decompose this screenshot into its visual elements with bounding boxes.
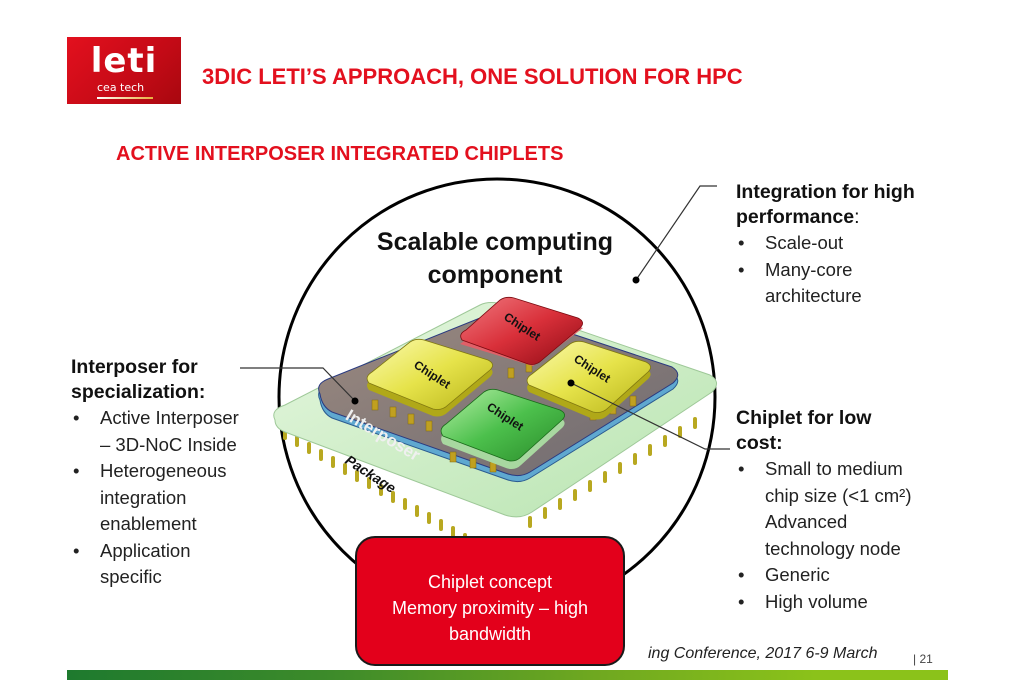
integration-bullet-list: • Scale-out • Many-core architecture [736, 230, 996, 310]
list-item: • Small to medium chip size (<1 cm²) Adv… [736, 456, 996, 562]
diagram-title: Scalable computing component [340, 226, 650, 292]
logo-sub-text: cea tech [97, 81, 145, 94]
interposer-bullet-list: • Active Interposer – 3D-NoC Inside • He… [71, 405, 291, 591]
list-item: • Many-core architecture [736, 257, 996, 310]
logo-main-text: leti [90, 41, 158, 81]
list-item: • Generic [736, 562, 996, 589]
diagram-title-line2: component [427, 261, 563, 289]
chiplet-green: Chiplet [440, 388, 565, 469]
logo-underline [97, 97, 153, 99]
bullet-text: Many-core [765, 258, 853, 280]
interposer-heading: Interposer for specialization: [71, 355, 291, 405]
bullet-text: Scale-out [765, 232, 844, 253]
list-item: • Heterogeneous integration enablement [71, 458, 291, 538]
bullet-text: technology node [765, 537, 901, 559]
bullet-text: enablement [100, 513, 197, 534]
integration-heading: Integration for high performance: [736, 180, 996, 230]
callout-line1: Chiplet concept [427, 572, 553, 592]
bullet-text: Active Interposer [100, 407, 239, 428]
page-number: | 21 [913, 652, 933, 666]
bullet-icon: • [738, 590, 745, 612]
chiplet-cost-bullet-list: • Small to medium chip size (<1 cm²) Adv… [736, 456, 996, 615]
chiplet-yellow-right: Chiplet [526, 340, 651, 420]
list-item: • High volume [736, 589, 996, 616]
chiplet-cost-heading-line2: cost: [736, 432, 783, 454]
chiplet-concept-callout: Chiplet concept Memory proximity – high … [355, 536, 625, 666]
bullet-icon: • [738, 564, 745, 585]
leti-logo: leti cea tech [67, 37, 181, 104]
interposer-heading-line1: Interposer for [71, 356, 198, 378]
leader-line-integration [632, 185, 717, 284]
list-item: • Active Interposer – 3D-NoC Inside [71, 405, 291, 458]
integration-performance-block: Integration for high performance: • Scal… [736, 180, 996, 310]
footer-green-bar [67, 670, 948, 680]
chiplet-cost-heading: Chiplet for low cost: [736, 406, 996, 456]
bullet-text: – 3D-NoC Inside [100, 433, 237, 455]
leader-line-interposer [240, 367, 359, 405]
interposer-heading-line2: specialization: [71, 381, 206, 403]
bullet-icon: • [738, 258, 745, 280]
chiplet-red: Chiplet [460, 296, 583, 366]
bullet-text: chip size (<1 cm²) [765, 484, 912, 506]
bullet-text: Heterogeneous [100, 460, 227, 481]
chiplet-yellow-left: Chiplet [366, 338, 493, 417]
footer-conference-text: ing Conference, 2017 6-9 March [648, 645, 878, 662]
bullet-text: architecture [765, 285, 862, 306]
bullet-icon: • [73, 460, 80, 481]
bullet-icon: • [73, 539, 80, 561]
integration-heading-line2: performance: [736, 206, 860, 228]
bullet-text: specific [100, 566, 162, 587]
integration-heading-line1: Integration for high [736, 181, 915, 203]
bullet-text: Small to medium [765, 458, 903, 479]
bullet-text: Generic [765, 564, 830, 585]
bullet-text: integration [100, 486, 187, 508]
interposer-specialization-block: Interposer for specialization: • Active … [71, 355, 291, 591]
chiplet-low-cost-block: Chiplet for low cost: • Small to medium … [736, 406, 996, 615]
package-pins [283, 417, 697, 545]
slide-subtitle: ACTIVE INTERPOSER INTEGRATED CHIPLETS [116, 143, 564, 165]
bullet-icon: • [738, 458, 745, 479]
callout-line3: bandwidth [448, 624, 532, 644]
bullet-icon: • [738, 232, 745, 253]
bullet-icon: • [73, 407, 80, 428]
bullet-text: Application [100, 539, 191, 561]
bullet-text: Advanced [765, 511, 848, 532]
list-item: • Scale-out [736, 230, 996, 257]
diagram-title-line1: Scalable computing [376, 228, 614, 256]
bullet-text: High volume [765, 590, 868, 612]
chiplet-cost-heading-line1: Chiplet for low [736, 407, 872, 429]
leader-line-chiplet [567, 379, 730, 450]
callout-line2: Memory proximity – high [391, 598, 589, 618]
list-item: • Application specific [71, 538, 291, 591]
slide-title: 3DIC LETI’S APPROACH, ONE SOLUTION FOR H… [202, 64, 743, 89]
